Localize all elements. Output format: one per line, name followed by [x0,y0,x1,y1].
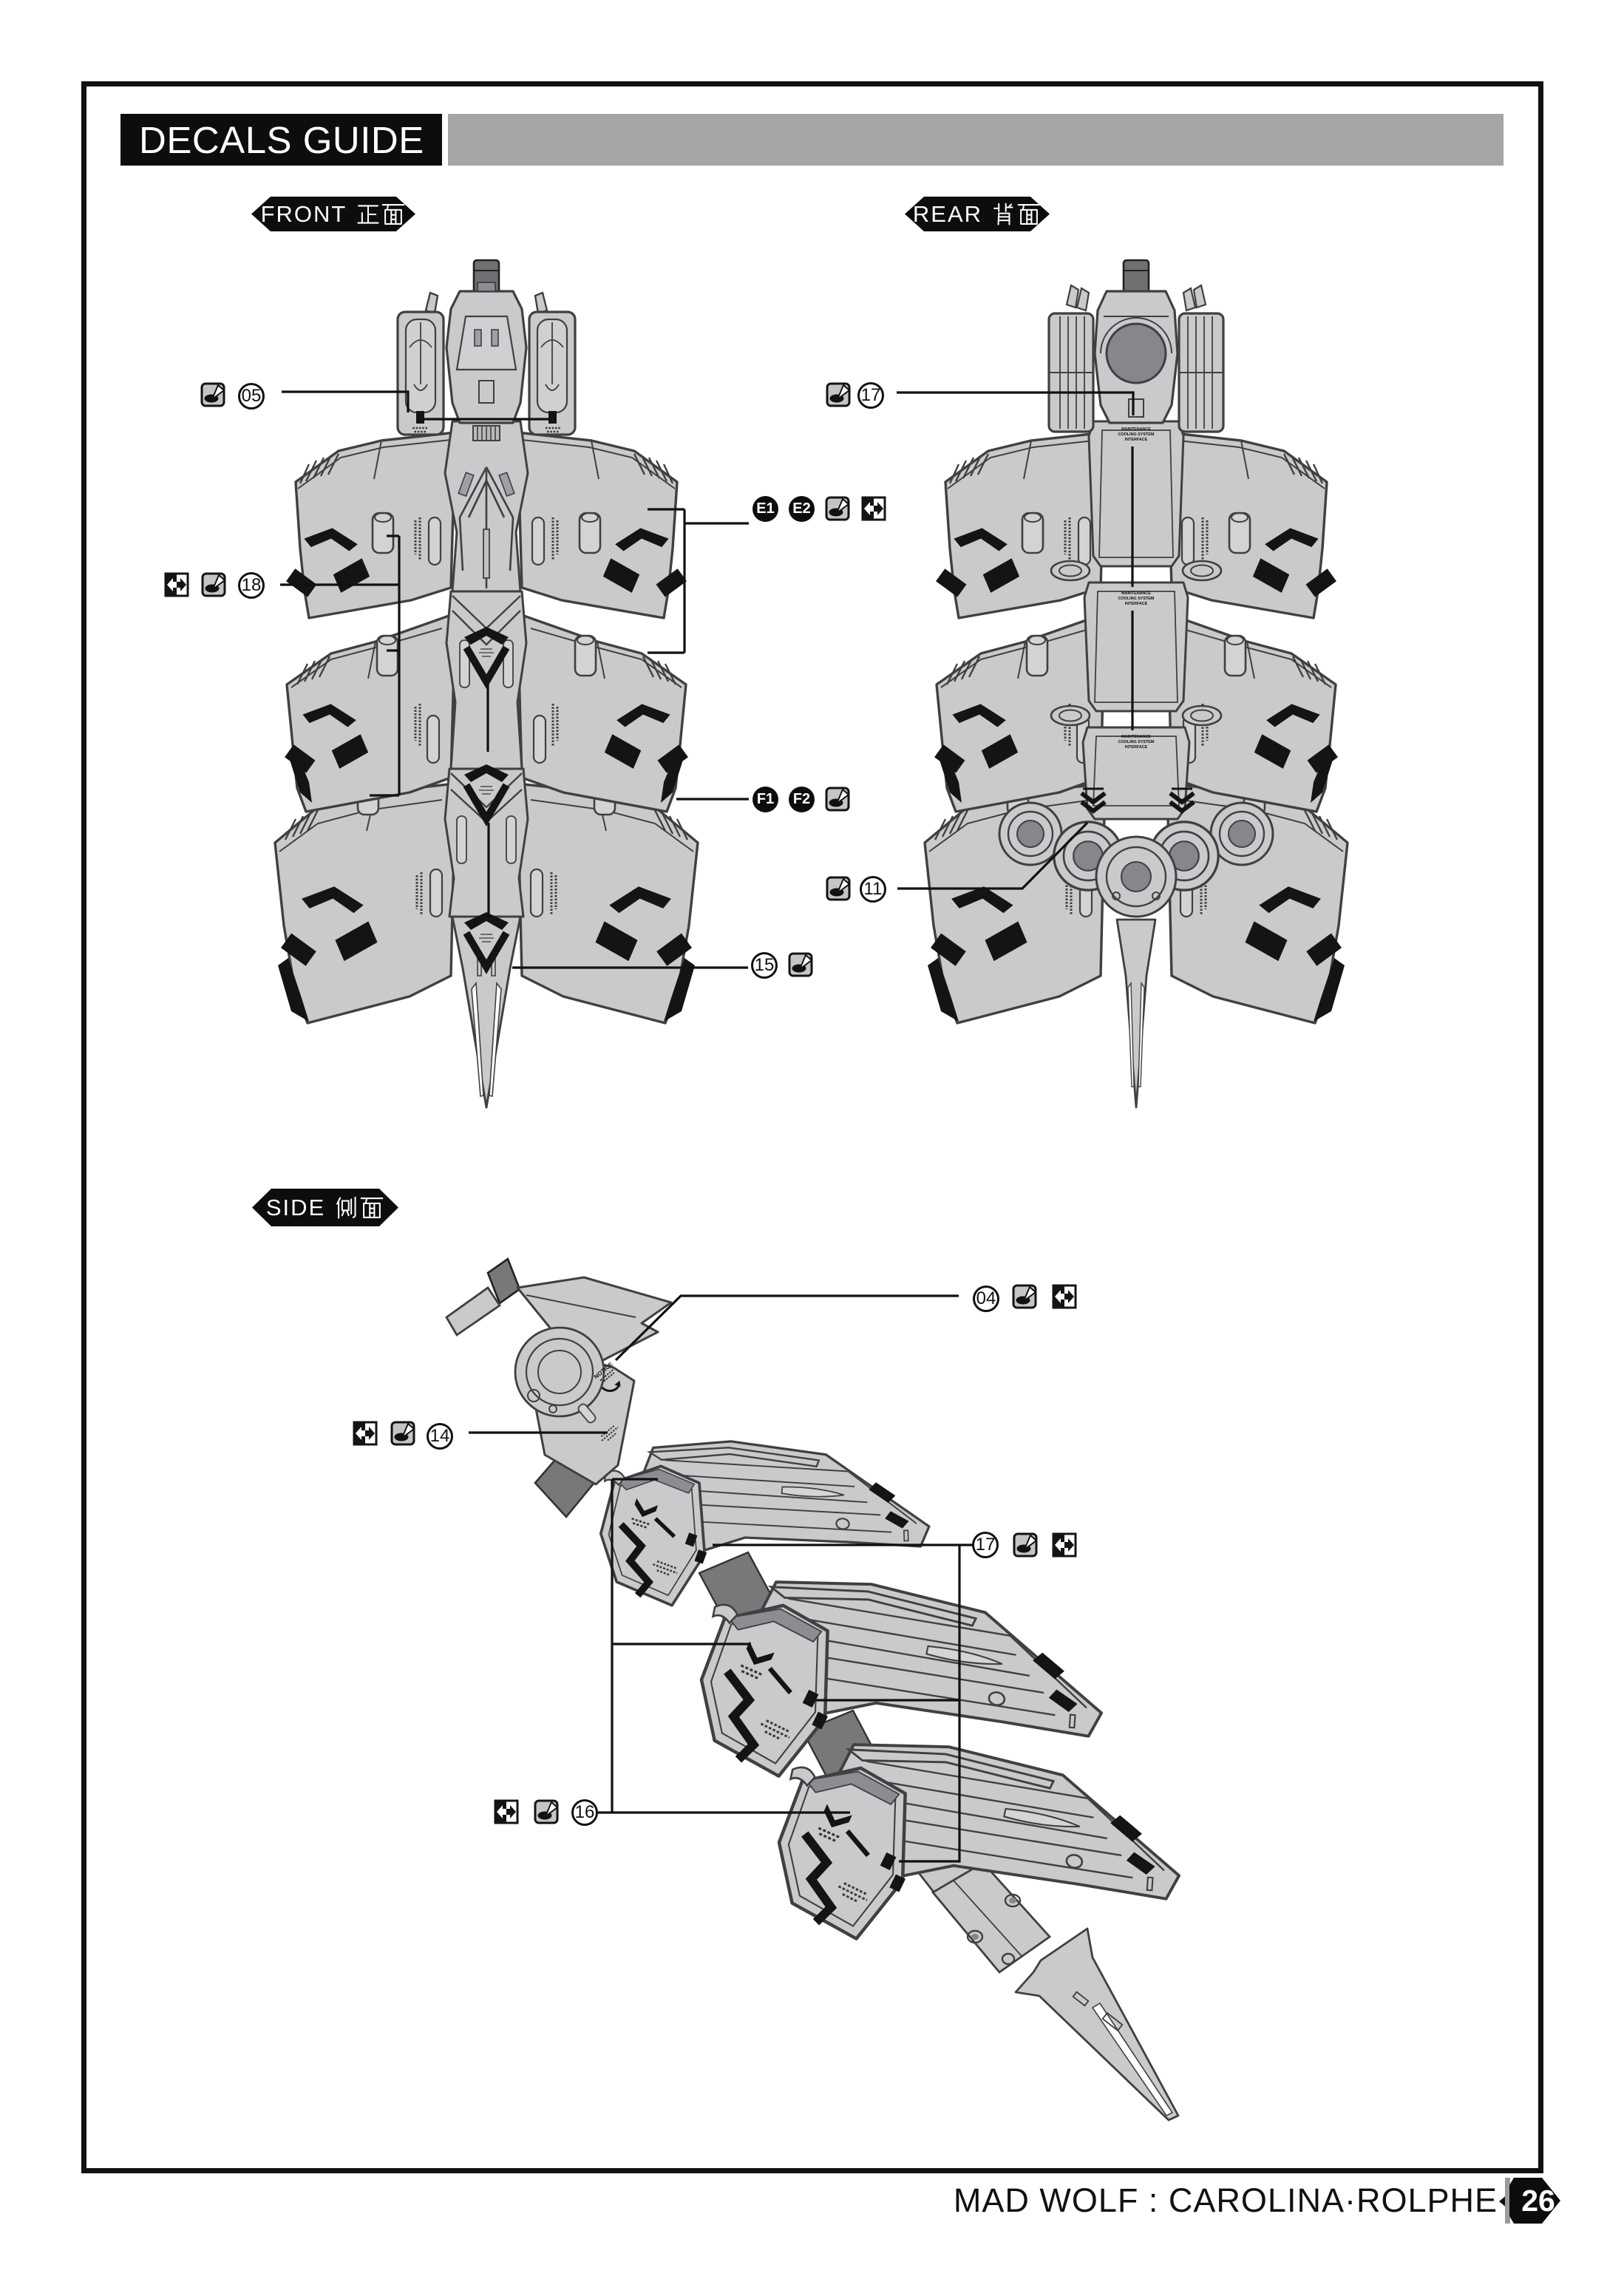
decal-number: 15 [754,955,775,975]
apply-both-sides-icon [353,1421,378,1446]
paint-marker-icon [1013,1532,1038,1558]
footer-marks [1499,2178,1560,2224]
decal-text-interface: INTERFACE [1125,438,1148,442]
part-letter: F1 [756,791,775,807]
decal-text-maintenance: MAINTENANCE [1121,735,1151,739]
apply-both-sides-icon [494,1799,519,1824]
decal-number: 04 [976,1288,996,1308]
decal-text-interface: INTERFACE [1125,745,1148,750]
decal-number-badge: 18 [238,572,265,599]
paint-marker-icon [200,382,225,407]
decal-number-badge: 11 [860,876,886,903]
rear-label: REAR [912,200,983,227]
decal-number-badge: 17 [972,1532,999,1558]
decal-number: 18 [241,575,262,595]
apply-both-sides-icon [1052,1284,1077,1309]
side-label: SIDE [265,1194,326,1220]
decal-text-maintenance: MAINTENANCE [1121,427,1151,432]
paint-marker-icon [788,952,813,977]
model-name-text: MAD WOLF : CAROLINA·ROLPHE [953,2181,1498,2219]
apply-both-sides-icon [164,572,189,597]
side-label-cjk [334,1195,384,1220]
page-title: DECALS GUIDE [139,118,424,161]
paint-marker-icon [826,382,851,407]
paint-marker-icon [390,1421,415,1446]
front-view-label-badge: FRONT [251,197,415,231]
decal-text-interface: INTERFACE [1125,602,1148,606]
part-letter-badge: F2 [789,787,815,812]
page-border [81,81,1543,2173]
decal-number: 17 [860,385,881,405]
decal-number-badge: 16 [571,1799,598,1826]
part-letter: E1 [756,500,775,517]
rear-label-cjk [991,202,1042,227]
front-view-drawing [275,259,698,1109]
decal-text-cooling: COOLING SYSTEM [1118,432,1155,437]
decal-text-maintenance: MAINTENANCE [1121,591,1151,596]
part-letter-badge: E2 [789,496,815,522]
page-number: 26 [1521,2183,1555,2218]
paint-marker-icon [534,1799,559,1824]
callout-lines [280,390,1135,1863]
paint-marker-icon [825,496,850,521]
part-letter-badge: E1 [752,496,778,522]
side-view-drawing: NOTICE [445,1257,1195,2122]
paint-marker-icon [826,876,851,901]
decal-number-badge: 05 [238,383,265,410]
part-letter: F2 [792,791,811,807]
decal-text-cooling: COOLING SYSTEM [1118,597,1155,601]
apply-both-sides-icon [1052,1532,1077,1558]
decal-number-badge: 17 [857,382,884,409]
part-letter: E2 [792,500,811,517]
paint-marker-icon [825,787,850,812]
decal-number: 17 [975,1535,996,1555]
front-label: FRONT [260,200,347,227]
decal-number: 16 [574,1802,595,1822]
rear-view-drawing: MAINTENANCE COOLING SYSTEM INTERFACE MAI… [925,259,1348,1109]
decal-number-badge: 04 [973,1285,999,1312]
part-letter-badge: F1 [752,787,778,812]
rear-view-label-badge: REAR [905,197,1050,231]
decal-number-badge: 14 [427,1423,453,1450]
decal-number: 05 [241,386,262,406]
page-number-badge: 26 [1509,2178,1561,2224]
footer-gray-bar [1505,2178,1510,2224]
front-label-cjk [356,202,406,227]
decal-number: 11 [863,879,883,899]
decal-number-badge: 15 [751,952,778,979]
page-number-hexagon [1509,2178,1560,2224]
model-name: MAD WOLF : CAROLINA·ROLPHE [954,2178,1498,2224]
page-title-box: DECALS GUIDE [120,114,442,166]
decal-number: 14 [429,1426,450,1446]
decal-text-cooling: COOLING SYSTEM [1118,740,1155,744]
title-accent-bar [448,114,1504,166]
apply-both-sides-icon [861,496,886,521]
side-view-label-badge: SIDE [252,1189,398,1226]
paint-marker-icon [201,572,226,597]
paint-marker-icon [1012,1284,1037,1309]
